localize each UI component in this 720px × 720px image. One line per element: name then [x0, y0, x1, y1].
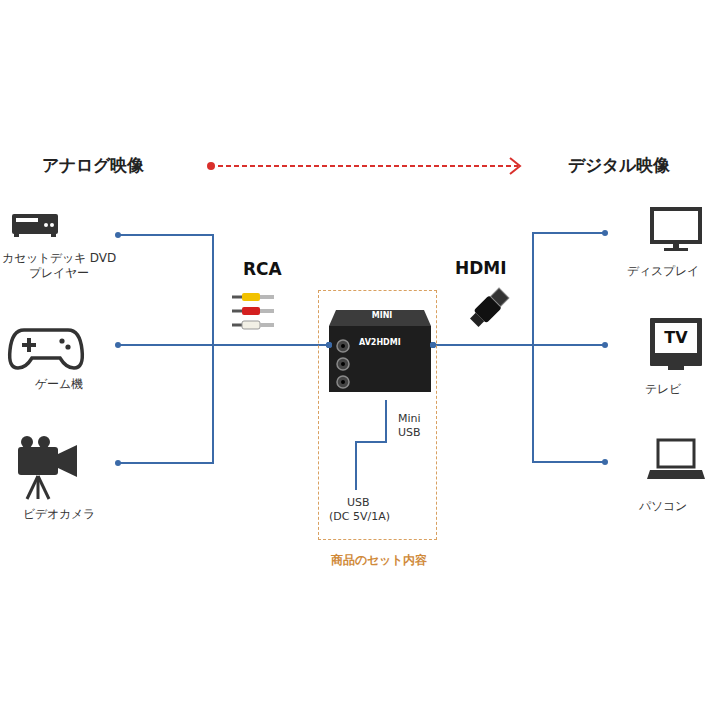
converter-device: MINI AV2HDMI: [329, 306, 433, 396]
display-icon: [652, 209, 700, 251]
node-text: ゲーム機: [0, 377, 118, 392]
rca-plug: [232, 293, 274, 329]
node-text: ビデオカメラ: [0, 507, 118, 522]
power-spec: (DC 5V/1A): [329, 510, 390, 524]
cable-name: HDMI: [455, 258, 507, 278]
signal-line: [115, 342, 332, 466]
hdmi-plug: [468, 287, 510, 329]
source-device: ゲーム機: [0, 318, 118, 392]
connector-name: USB: [347, 496, 370, 510]
direction-arrow: [207, 158, 520, 174]
source-device: カセットデッキ DVDプレイヤー: [0, 205, 118, 281]
section-heading: デジタル映像: [568, 154, 670, 177]
signal-line: [430, 230, 608, 348]
converter-body: [329, 310, 431, 392]
node-text: 商品のセット内容: [299, 553, 458, 568]
output-device: ディスプレイ: [605, 202, 720, 279]
cable-name: RCA: [243, 259, 282, 279]
icon-text: TV: [655, 326, 697, 350]
source-device: ビデオカメラ: [0, 437, 118, 522]
output-device: パソコン: [605, 432, 720, 514]
node-text: テレビ: [605, 382, 720, 397]
signal-line: [115, 232, 332, 348]
node-text: MINI: [359, 311, 405, 321]
section-heading: アナログ映像: [42, 154, 144, 177]
camera-icon: [18, 436, 77, 499]
signal-line: [430, 342, 608, 465]
deck-icon: [12, 214, 58, 237]
controller-icon: [10, 330, 83, 368]
connector-name: Mini USB: [398, 412, 421, 440]
node-text: パソコン: [605, 499, 720, 514]
tv-icon: [650, 318, 702, 370]
node-text: ディスプレイ: [605, 264, 720, 279]
node-text: AV2HDMI: [359, 338, 429, 348]
laptop-icon: [647, 440, 705, 479]
usb-cable: [356, 400, 386, 490]
node-text: カセットデッキ DVDプレイヤー: [0, 251, 118, 281]
